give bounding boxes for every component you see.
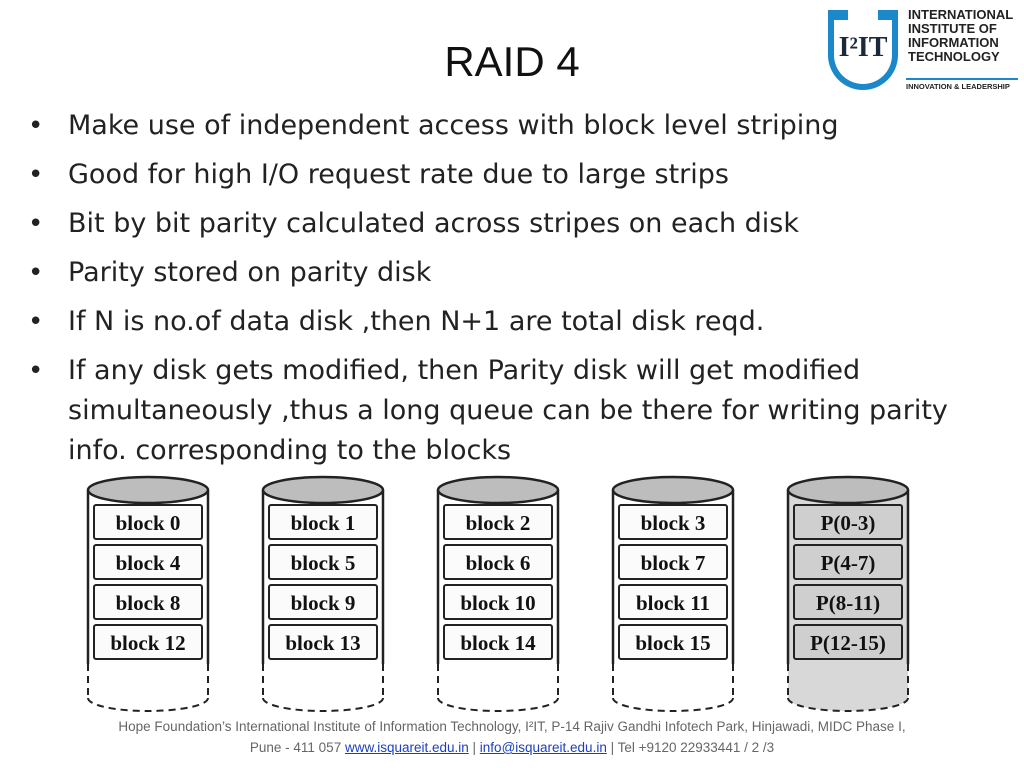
- block-label: P(8-11): [816, 591, 880, 615]
- bullet-text: Parity stored on parity disk: [68, 257, 432, 288]
- block-cell: [793, 584, 903, 620]
- block-cell: [793, 544, 903, 580]
- block-cell: [443, 584, 553, 620]
- disk-top: [436, 475, 560, 505]
- block-cell: [93, 544, 203, 580]
- block-label: block 2: [466, 511, 531, 535]
- institute-logo: I²IT INTERNATIONAL INSTITUTE OF INFORMAT…: [824, 6, 1020, 96]
- block-label: block 6: [466, 551, 531, 575]
- block-label: block 15: [635, 631, 710, 655]
- bullet-item: • Good for high I/O request rate due to l…: [28, 155, 998, 195]
- disk-top: [86, 475, 210, 505]
- disk-bottom-edge: [787, 697, 909, 712]
- block-cell: [268, 544, 378, 580]
- block-label: block 4: [116, 551, 181, 575]
- logo-mark: [828, 10, 898, 90]
- bullet-list: • Make use of independent access with blo…: [28, 106, 998, 480]
- block-cell: [793, 504, 903, 540]
- block-cell: [268, 624, 378, 660]
- block-label: block 7: [641, 551, 706, 575]
- logo-mark-text: I²IT: [838, 32, 888, 63]
- bullet-dot-icon: •: [28, 111, 44, 141]
- logo-name-line: INSTITUTE OF: [908, 21, 997, 36]
- block-cell: [93, 584, 203, 620]
- bullet-text: If any disk gets modified, then Parity d…: [68, 355, 948, 466]
- logo-name-line: INTERNATIONAL: [908, 7, 1014, 22]
- slide-title: RAID 4: [444, 38, 580, 85]
- block-cell: [443, 504, 553, 540]
- bullet-item: • Parity stored on parity disk: [28, 253, 998, 293]
- block-label: block 10: [460, 591, 535, 615]
- slide-footer: Hope Foundation’s International Institut…: [0, 716, 1024, 758]
- block-label: block 3: [641, 511, 706, 535]
- block-label: block 8: [116, 591, 181, 615]
- footer-website-link[interactable]: www.isquareit.edu.in: [344, 740, 469, 755]
- block-label: P(0-3): [821, 511, 876, 535]
- block-label: block 9: [291, 591, 356, 615]
- bullet-text: Good for high I/O request rate due to la…: [68, 159, 729, 190]
- disk-bottom-edge: [437, 697, 559, 712]
- block-cell: [93, 624, 203, 660]
- footer-address: Hope Foundation’s International Institut…: [118, 719, 906, 734]
- bullet-dot-icon: •: [28, 258, 44, 288]
- logo-name-line: TECHNOLOGY: [908, 49, 1000, 64]
- block-cell: [793, 624, 903, 660]
- bullet-item: • If N is no.of data disk ,then N+1 are t…: [28, 302, 998, 342]
- block-label: block 11: [636, 591, 710, 615]
- block-cell: [93, 504, 203, 540]
- logo-name: INTERNATIONAL INSTITUTE OF INFORMATION T…: [908, 8, 1013, 64]
- bullet-item: • If any disk gets modified, then Parity …: [28, 351, 998, 471]
- bullet-item: • Bit by bit parity calculated across str…: [28, 204, 998, 244]
- block-cell: [443, 544, 553, 580]
- disk-bottom-edge: [262, 697, 384, 712]
- footer-city: Pune - 411 057: [249, 740, 345, 755]
- block-cell: [443, 624, 553, 660]
- bullet-text: Make use of independent access with bloc…: [68, 110, 839, 141]
- block-label: P(4-7): [821, 551, 876, 575]
- bullet-text: If N is no.of data disk ,then N+1 are to…: [68, 306, 765, 337]
- bullet-dot-icon: •: [28, 356, 44, 386]
- bullet-dot-icon: •: [28, 160, 44, 190]
- bullet-dot-icon: •: [28, 209, 44, 239]
- disk-top: [261, 475, 385, 505]
- block-label: block 12: [110, 631, 185, 655]
- footer-email-link[interactable]: info@isquareit.edu.in: [479, 740, 607, 755]
- bullet-item: • Make use of independent access with blo…: [28, 106, 998, 146]
- logo-name-line: INFORMATION: [908, 35, 999, 50]
- block-label: block 1: [291, 511, 356, 535]
- block-cell: [618, 624, 728, 660]
- footer-phone: | Tel +9120 22933441 / 2 /3: [606, 740, 775, 755]
- block-label: block 0: [116, 511, 181, 535]
- raid4-disk-diagram: block 0 block 4 block 8 block 12 block 1 bloc…: [86, 475, 910, 712]
- block-label: block 13: [285, 631, 360, 655]
- block-cell: [618, 544, 728, 580]
- block-cell: [268, 504, 378, 540]
- bullet-dot-icon: •: [28, 307, 44, 337]
- logo-tagline: INNOVATION & LEADERSHIP: [906, 78, 1018, 91]
- block-cell: [268, 584, 378, 620]
- block-cell: [618, 584, 728, 620]
- block-label: P(12-15): [810, 631, 886, 655]
- block-label: block 14: [460, 631, 536, 655]
- block-cell: [618, 504, 728, 540]
- bullet-text: Bit by bit parity calculated across stri…: [68, 208, 799, 239]
- disk-bottom-edge: [612, 697, 734, 712]
- block-label: block 5: [291, 551, 356, 575]
- disk-top: [786, 475, 910, 505]
- footer-separator: |: [468, 740, 480, 755]
- footer-contact: Pune - 411 057 www.isquareit.edu.in | in…: [0, 737, 1024, 758]
- disk-bottom-edge: [87, 697, 209, 712]
- disk-top: [611, 475, 735, 505]
